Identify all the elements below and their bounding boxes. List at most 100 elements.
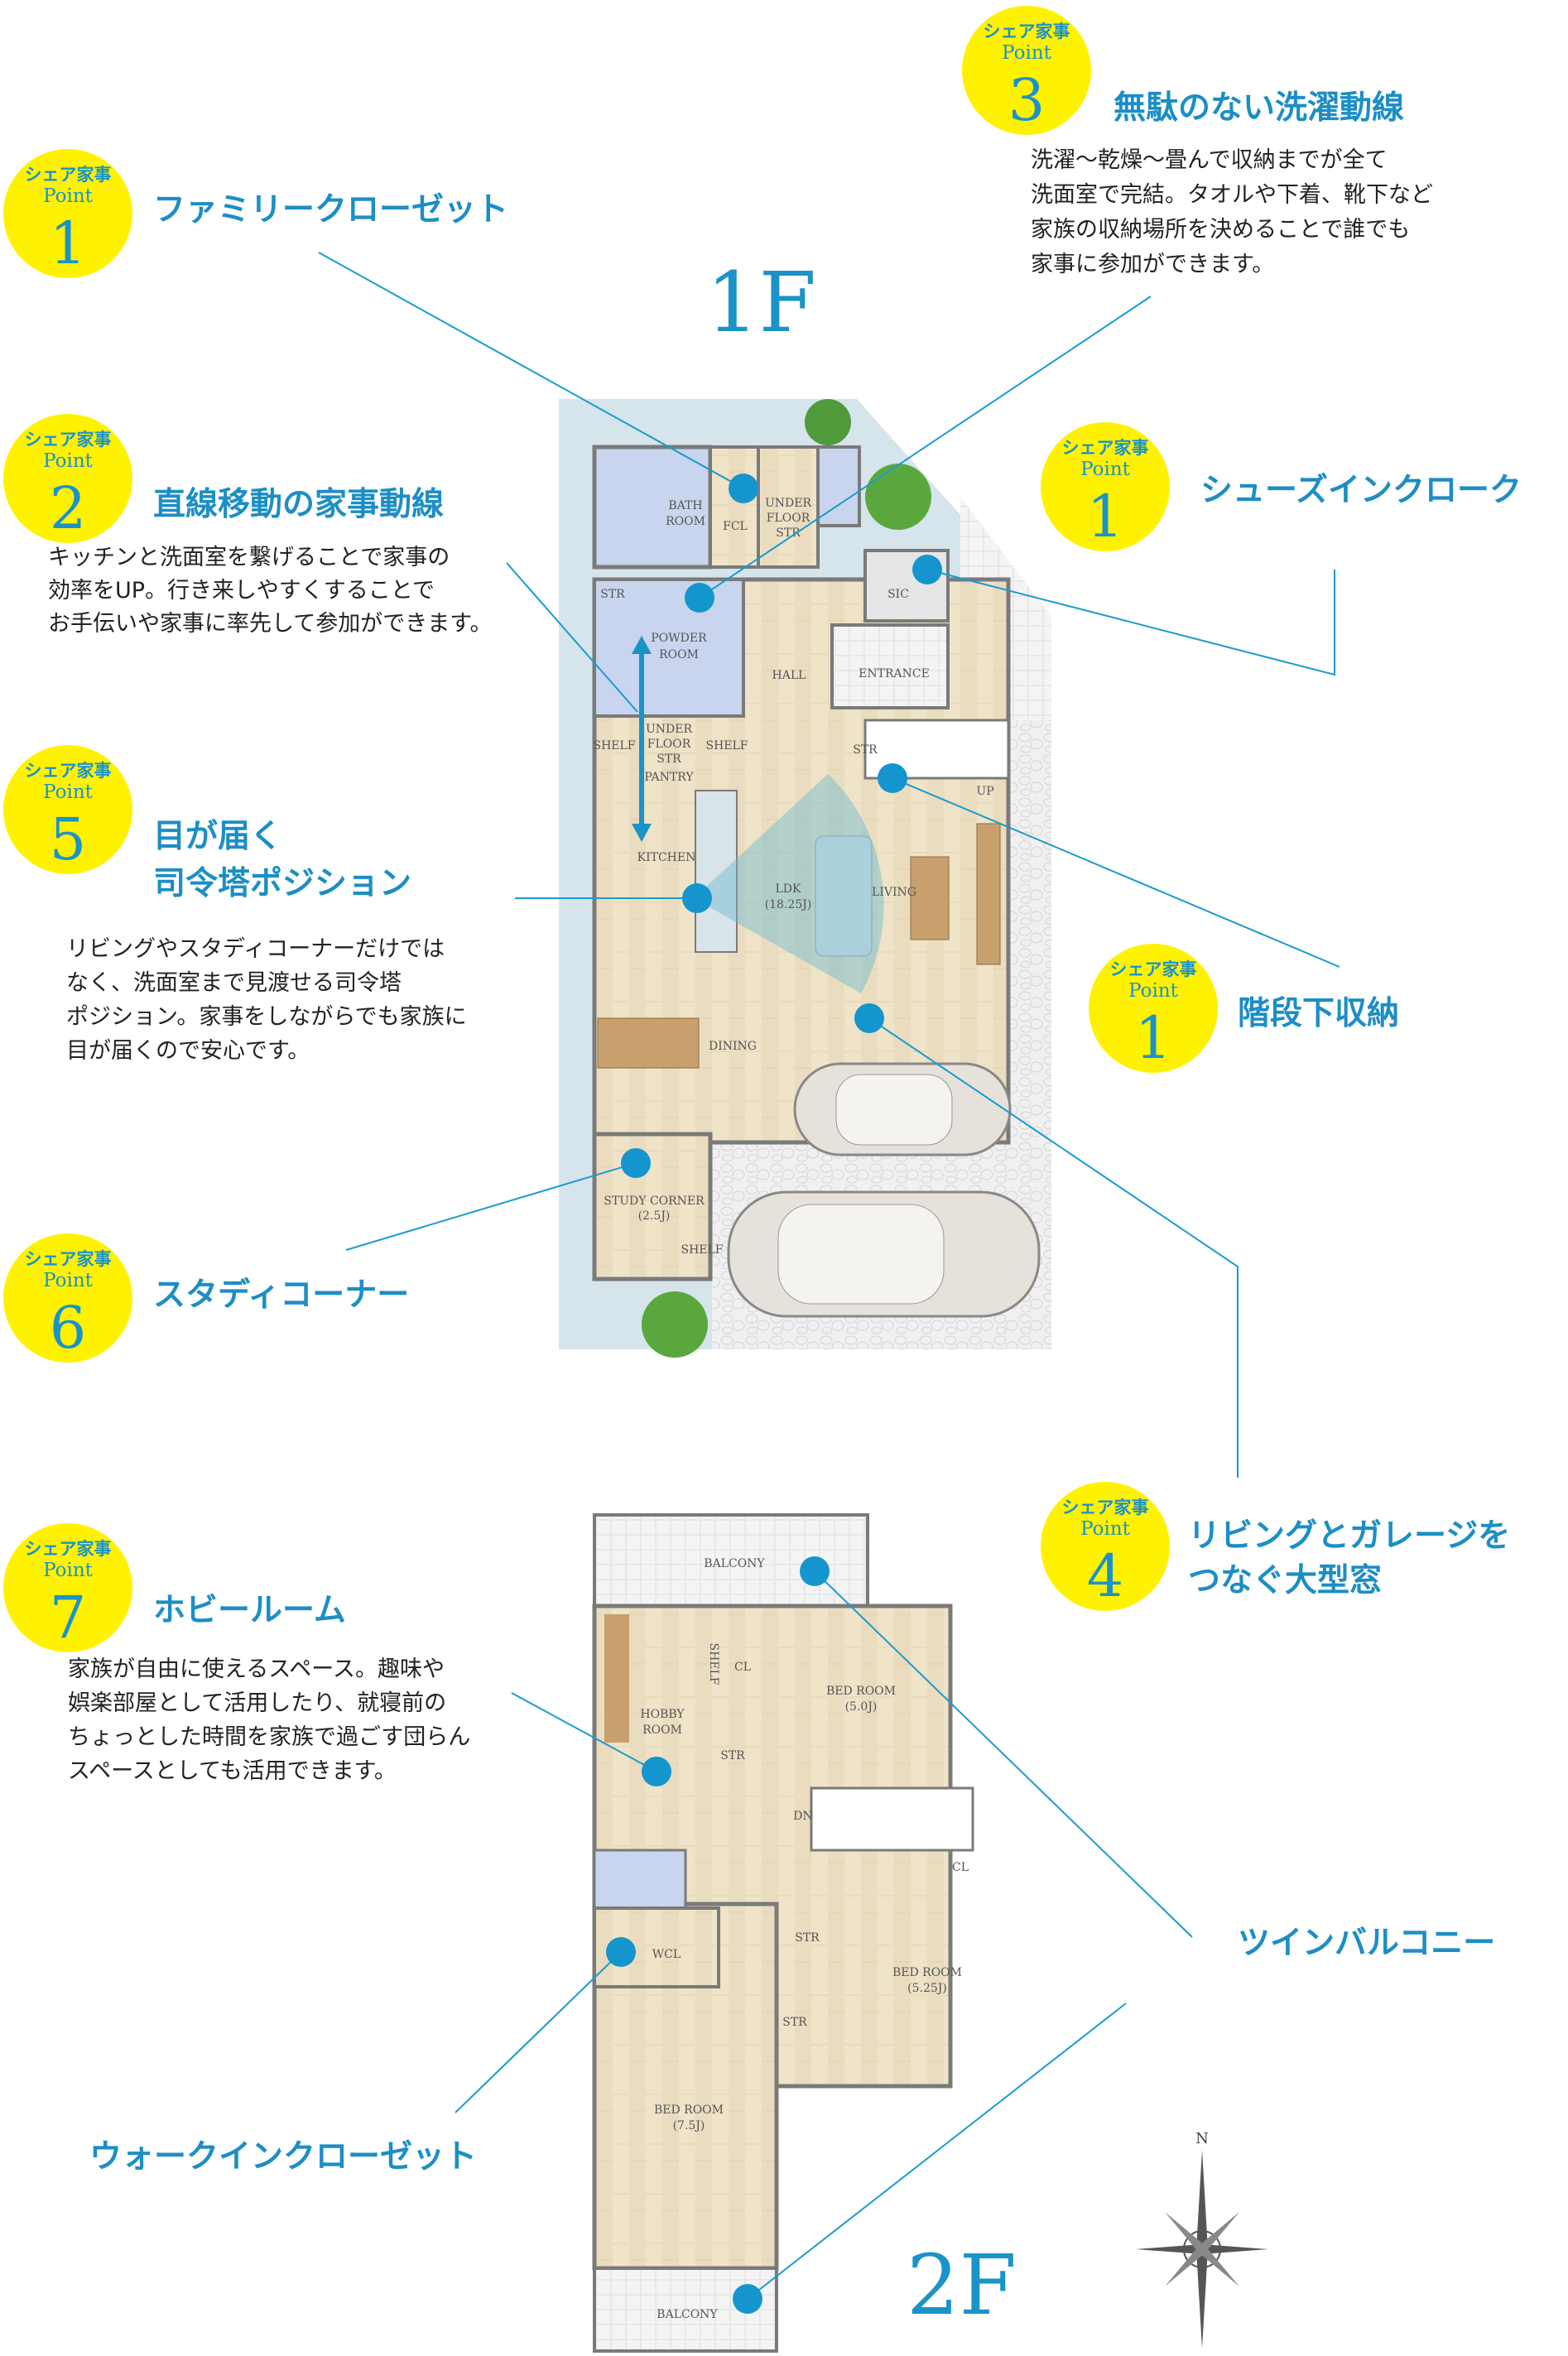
title-twin-balcony: ツインバルコニー [1238,1925,1495,1962]
body-laundry-1: 洗濯〜乾燥〜畳んで収納までが全て [1031,147,1388,173]
label-shelf-mid: SHELF [705,739,748,752]
badge-1-closet: シェア家事 Point 1 [3,149,132,278]
svg-text:Point: Point [43,185,94,207]
svg-text:3: 3 [1008,66,1046,134]
tree-top [805,399,851,445]
title-big-window-1: リビングとガレージを [1188,1517,1510,1555]
svg-text:7: 7 [50,1584,87,1652]
title-study: スタディコーナー [153,1277,409,1314]
svg-text:1: 1 [1087,483,1124,551]
dot-under-stairs [878,763,907,793]
badge-2: シェア家事 Point 2 [3,414,132,543]
dot-balcony-bottom [733,2284,762,2314]
floor-label-1f: 1F [706,254,816,351]
toilet-2f [593,1849,687,1910]
car-top [793,1062,1012,1156]
label-under-floor-mid-2: FLOOR [647,738,691,751]
svg-text:シェア家事: シェア家事 [1062,1498,1149,1517]
study-wood [592,1132,713,1281]
label-cl-right: CL [952,1861,969,1874]
label-bed3-1: BED ROOM [654,2104,724,2117]
storage-top-right [816,445,861,527]
dining-table [597,1017,700,1069]
marker-dots [606,474,942,2314]
dot-sic [912,555,942,584]
svg-text:5: 5 [50,805,87,873]
svg-text:Point: Point [43,1560,94,1581]
label-study-2: (2.5J) [638,1209,671,1223]
title-family-closet: ファミリークローゼット [153,191,508,228]
second-floor-plan: BALCONY SHELF CL BED ROOM (5.0J) HOBBY R… [592,1513,974,2353]
under-floor-top [757,445,820,569]
dot-hobby [642,1757,671,1786]
body-hobby-2: 娯楽部屋として活用したり、就寝前の [68,1690,446,1716]
wcl-room [593,1906,720,1988]
label-bed3-2: (7.5J) [673,2119,705,2132]
title-command-1: 目が届く [153,818,282,855]
label-pantry: PANTRY [644,771,694,784]
label-sic: SIC [887,588,909,601]
label-powder-2: ROOM [659,648,699,661]
svg-text:Point: Point [43,1270,94,1291]
arrow-head-up [632,636,652,654]
body-laundry-4: 家事に参加ができます。 [1031,252,1274,277]
label-bed1-2: (5.0J) [845,1700,878,1714]
dot-big-window [854,1003,884,1033]
label-dn: DN [793,1810,812,1823]
title-command-2: 司令塔ポジション [153,865,411,902]
label-wcl: WCL [652,1948,681,1961]
body-command-1: リビングやスタディコーナーだけでは [66,936,445,962]
label-dining: DINING [709,1040,757,1053]
label-str1: STR [720,1749,745,1762]
svg-text:シェア家事: シェア家事 [25,1249,112,1269]
body-command-2: なく、洗面室まで見渡せる司令塔 [66,970,402,996]
label-hobby-2: ROOM [642,1724,682,1737]
label-kitchen: KITCHEN [637,851,696,864]
tree-bottom [642,1291,708,1358]
label-living: LIVING [872,886,916,899]
label-bath-1: BATH [668,499,702,512]
label-hall: HALL [772,669,806,682]
dot-laundry [685,583,714,613]
label-under-floor-top-1: UNDER [765,497,811,510]
svg-text:Point: Point [1002,42,1052,64]
label-under-floor-mid-1: UNDER [646,723,692,736]
label-shelf: SHELF [707,1642,720,1685]
label-under-floor-top-3: STR [776,526,801,540]
title-under-stairs: 階段下収納 [1238,995,1399,1032]
svg-text:Point: Point [43,450,94,472]
body-linear-1: キッチンと洗面室を繋げることで家事の [48,545,450,570]
body-hobby-4: スペースとしても活用できます。 [68,1758,397,1784]
body-command-3: ポジション。家事をしながらでも家族に [66,1004,467,1030]
compass-n: N [1195,2130,1209,2147]
dot-wcl [606,1937,636,1967]
label-str2: STR [795,1931,820,1945]
label-bed2-1: BED ROOM [892,1966,962,1979]
label-up: UP [976,785,993,798]
badge-4: シェア家事 Point 4 [1041,1482,1170,1611]
stairs-2f [810,1786,974,1852]
svg-text:Point: Point [1080,1518,1131,1540]
body-hobby-3: ちょっとした時間を家族で過ごす団らん [68,1724,470,1750]
label-ldk-2: (18.25J) [765,898,812,911]
label-str-stairs: STR [853,743,878,757]
body-command-4: 目が届くので安心です。 [66,1038,310,1064]
svg-text:4: 4 [1087,1542,1124,1610]
label-under-floor-top-2: FLOOR [767,512,810,525]
floor-label-2f: 2F [907,2237,1017,2334]
view-fan [694,774,884,993]
badge-3: シェア家事 Point 3 [962,6,1091,135]
svg-text:シェア家事: シェア家事 [25,430,112,450]
body-linear-2: 効率をUP。行き来しやすくすることで [48,578,435,603]
badge-6: シェア家事 Point 6 [3,1233,132,1363]
svg-text:Point: Point [1128,980,1179,1002]
label-bed2-2: (5.25J) [907,1982,947,1995]
hobby-partition [604,1614,629,1743]
label-entrance: ENTRANCE [859,667,930,680]
powder-room [593,578,745,718]
body-hobby-1: 家族が自由に使えるスペース。趣味や [68,1656,445,1682]
dot-balcony-top [800,1556,830,1586]
label-str-left: STR [600,588,625,601]
label-shelf-left: SHELF [593,739,635,752]
